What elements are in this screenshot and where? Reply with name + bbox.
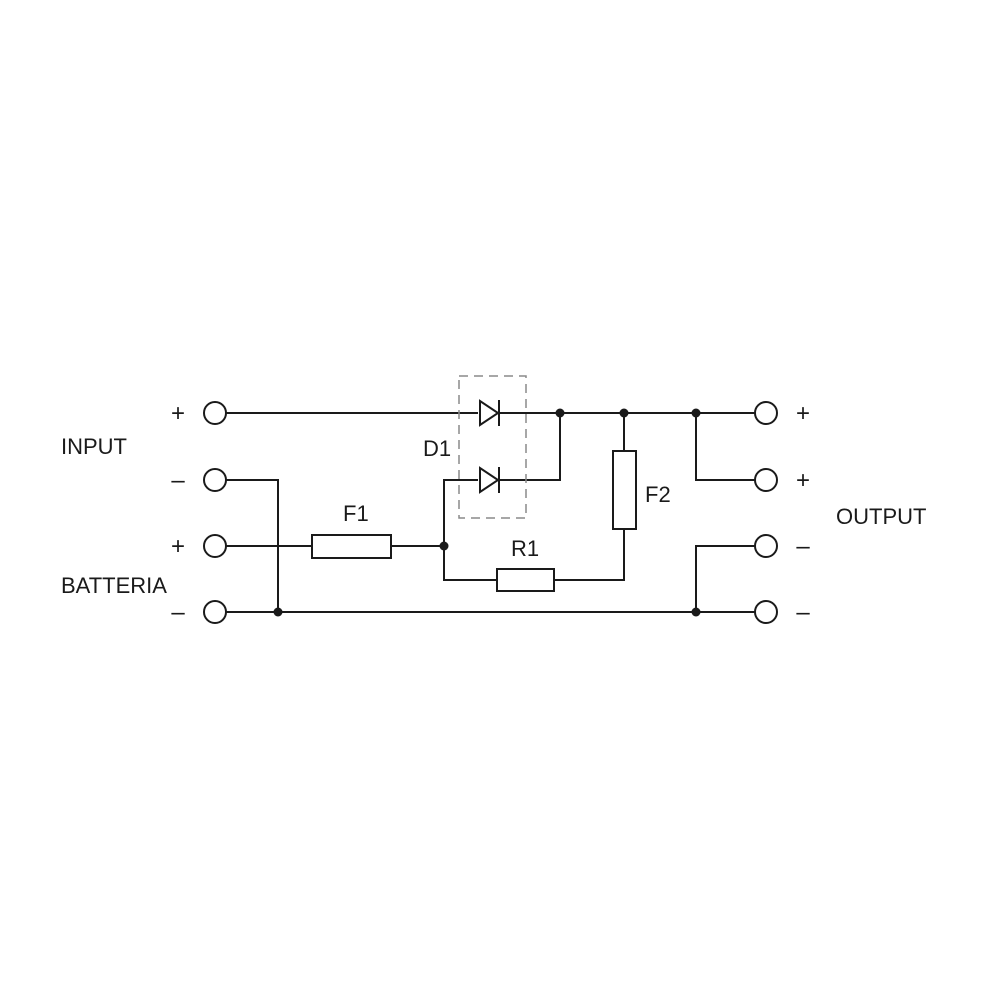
wire-input-negative bbox=[226, 479, 279, 612]
resistor-r1 bbox=[496, 568, 555, 592]
diode-d1-lower bbox=[479, 466, 500, 494]
terminal-battery-negative bbox=[203, 600, 227, 624]
terminal-input-positive bbox=[203, 401, 227, 425]
d1-enclosure bbox=[458, 375, 527, 519]
label-f2: F2 bbox=[645, 482, 671, 507]
polarity-left-4: – bbox=[171, 599, 185, 626]
terminal-input-negative bbox=[203, 468, 227, 492]
junction-dot bbox=[619, 408, 629, 418]
polarity-right-3: – bbox=[796, 533, 810, 560]
fuse-f2 bbox=[612, 450, 637, 530]
label-battery: BATTERIA bbox=[61, 573, 167, 598]
fuse-f1 bbox=[311, 534, 392, 559]
polarity-left-2: – bbox=[171, 467, 185, 494]
wire-output-negative-branch bbox=[695, 545, 755, 612]
diode-d1-upper bbox=[479, 399, 500, 427]
polarity-left-1: + bbox=[171, 400, 185, 427]
terminal-output-negative-2 bbox=[754, 600, 778, 624]
label-r1: R1 bbox=[511, 536, 539, 561]
junction-dot bbox=[555, 408, 565, 418]
wire-output-positive-branch bbox=[695, 413, 755, 481]
label-output: OUTPUT bbox=[836, 504, 926, 529]
junction-dot bbox=[691, 408, 701, 418]
wire-node-to-r1 bbox=[443, 546, 497, 581]
label-d1: D1 bbox=[423, 436, 451, 461]
wires bbox=[226, 412, 755, 613]
terminal-battery-positive bbox=[203, 534, 227, 558]
label-f1: F1 bbox=[343, 501, 369, 526]
polarity-right-2: + bbox=[796, 467, 810, 494]
terminal-output-negative-1 bbox=[754, 534, 778, 558]
junction-dots bbox=[273, 408, 701, 617]
polarity-right-4: – bbox=[796, 599, 810, 626]
wire-node-to-d1-lower bbox=[443, 479, 478, 546]
junction-dot bbox=[439, 541, 449, 551]
junction-dot bbox=[691, 607, 701, 617]
label-input: INPUT bbox=[61, 434, 127, 459]
polarity-left-3: + bbox=[171, 533, 185, 560]
terminal-output-positive-2 bbox=[754, 468, 778, 492]
wire-d1-lower-to-rail bbox=[499, 413, 561, 481]
junction-dot bbox=[273, 607, 283, 617]
terminal-output-positive-1 bbox=[754, 401, 778, 425]
polarity-right-1: + bbox=[796, 400, 810, 427]
wire-r1-to-f2 bbox=[554, 529, 625, 581]
